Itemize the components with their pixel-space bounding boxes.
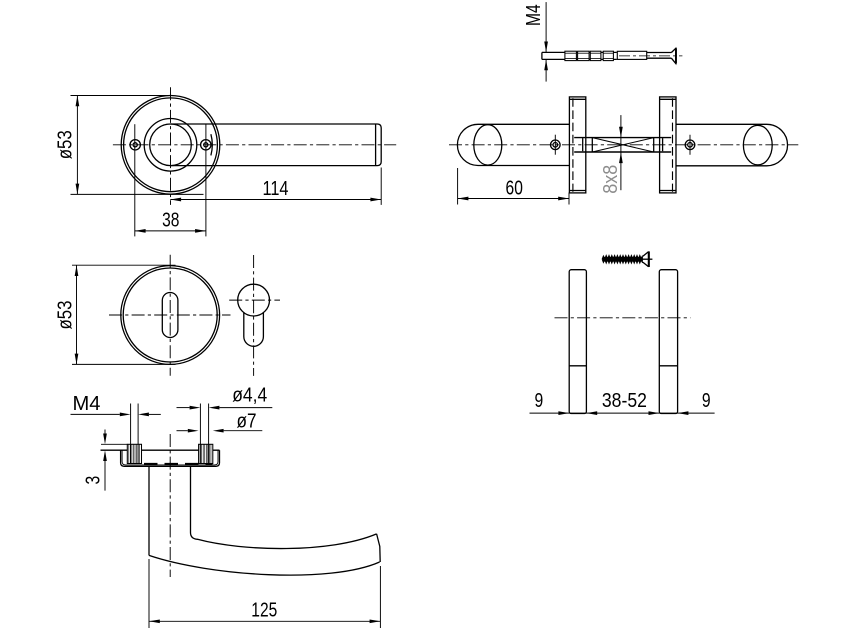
svg-text:38: 38 bbox=[162, 209, 179, 231]
svg-text:ø7: ø7 bbox=[237, 410, 257, 432]
svg-text:9: 9 bbox=[702, 390, 711, 412]
svg-text:M4: M4 bbox=[73, 393, 101, 415]
svg-text:M4: M4 bbox=[523, 4, 545, 26]
svg-text:114: 114 bbox=[263, 178, 289, 200]
svg-text:ø53: ø53 bbox=[54, 130, 76, 159]
svg-text:38-52: 38-52 bbox=[602, 390, 647, 412]
svg-text:125: 125 bbox=[251, 599, 277, 621]
svg-text:8x8: 8x8 bbox=[600, 165, 622, 194]
svg-text:9: 9 bbox=[535, 390, 544, 412]
svg-text:60: 60 bbox=[506, 177, 523, 199]
svg-text:ø4,4: ø4,4 bbox=[232, 384, 267, 406]
svg-text:ø53: ø53 bbox=[54, 301, 76, 330]
svg-text:3: 3 bbox=[82, 476, 104, 485]
